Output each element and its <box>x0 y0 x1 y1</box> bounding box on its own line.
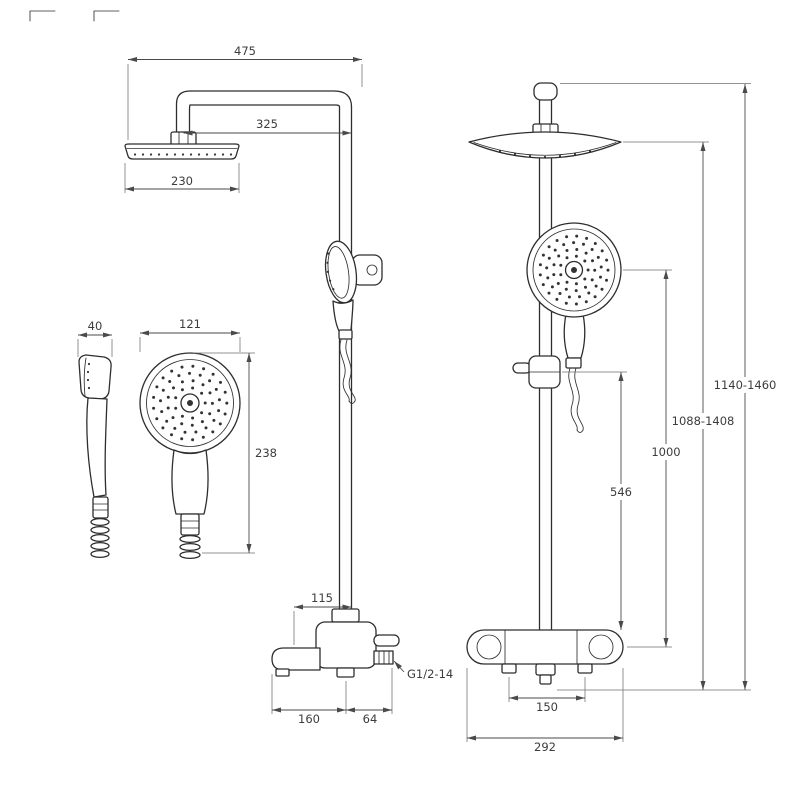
corner-marks <box>29 10 120 22</box>
mixer-handle-right <box>588 634 614 660</box>
dim-hand-shower-depth: 40 <box>77 319 113 357</box>
dim-label-spout-offset: 115 <box>311 591 333 605</box>
mixer-lever <box>373 634 400 647</box>
dim-arm-width: 475 <box>127 44 363 140</box>
dim-label-mixer-width: 292 <box>534 740 556 754</box>
dim-mixer-width: 292 <box>466 668 624 754</box>
dim-label-hand-shower-length: 238 <box>255 446 277 460</box>
dim-spout-offset: 115 <box>293 591 352 645</box>
column-pipe-side <box>338 106 353 623</box>
dim-label-arm-offset: 325 <box>256 117 278 131</box>
dim-hand-shower-length: 238 <box>193 352 277 554</box>
dim-arm-offset: 325 <box>183 117 352 136</box>
shower-hose-front <box>568 367 584 433</box>
front-view: 150 292 546 1000 1088-1408 <box>466 82 777 754</box>
dim-supply-centers: 150 <box>508 677 586 714</box>
dim-label-rain-head-diameter: 230 <box>171 174 193 188</box>
hand-shower-mounted <box>526 222 622 369</box>
dim-spout-reach: 160 <box>271 674 347 726</box>
thread-nipple <box>373 650 394 665</box>
hand-shower-front-view <box>139 352 241 560</box>
dim-label-total-height-range: 1140-1460 <box>714 378 777 392</box>
shower-hose-side <box>339 339 356 404</box>
rain-shower-head-front <box>468 131 622 159</box>
wall-bracket-side <box>351 254 383 286</box>
dim-label-supply-centers: 150 <box>536 700 558 714</box>
dim-label-head-height-range: 1088-1408 <box>672 414 735 428</box>
bracket-lever <box>512 362 532 374</box>
dim-total-height-range: 1140-1460 <box>560 83 777 690</box>
mixer-front-view <box>466 629 624 685</box>
hand-shower-cradled <box>324 240 358 340</box>
side-view: 475 325 230 <box>77 44 453 726</box>
dim-label-arm-width: 475 <box>234 44 256 58</box>
spout <box>271 647 321 671</box>
dim-rear-offset: 64 <box>346 668 393 726</box>
thread-callout: G1/2-14 <box>393 660 453 681</box>
rain-shower-head-side <box>124 143 240 160</box>
dim-column-length: 1000 <box>623 269 681 648</box>
dim-label-column-length: 1000 <box>651 445 680 459</box>
column-top-cap <box>533 82 558 101</box>
dim-label-hand-shower-diameter: 121 <box>179 317 201 331</box>
hand-shower-side-view <box>78 354 112 559</box>
mixer-handle-left <box>476 634 502 660</box>
dim-hand-shower-diameter: 121 <box>139 317 241 352</box>
thread-label: G1/2-14 <box>407 667 453 681</box>
slider-bracket <box>512 355 561 389</box>
mixer-side-view <box>271 608 400 678</box>
dim-label-bracket-height: 546 <box>610 485 632 499</box>
dim-rain-head-diameter: 230 <box>124 163 240 193</box>
dim-bracket-height: 546 <box>562 371 632 630</box>
dim-label-hand-shower-depth: 40 <box>88 319 103 333</box>
shower-arm-side <box>170 90 353 146</box>
dim-label-spout-reach: 160 <box>298 712 320 726</box>
dim-head-height-range: 1088-1408 <box>557 141 751 691</box>
dim-label-rear-offset: 64 <box>363 712 378 726</box>
